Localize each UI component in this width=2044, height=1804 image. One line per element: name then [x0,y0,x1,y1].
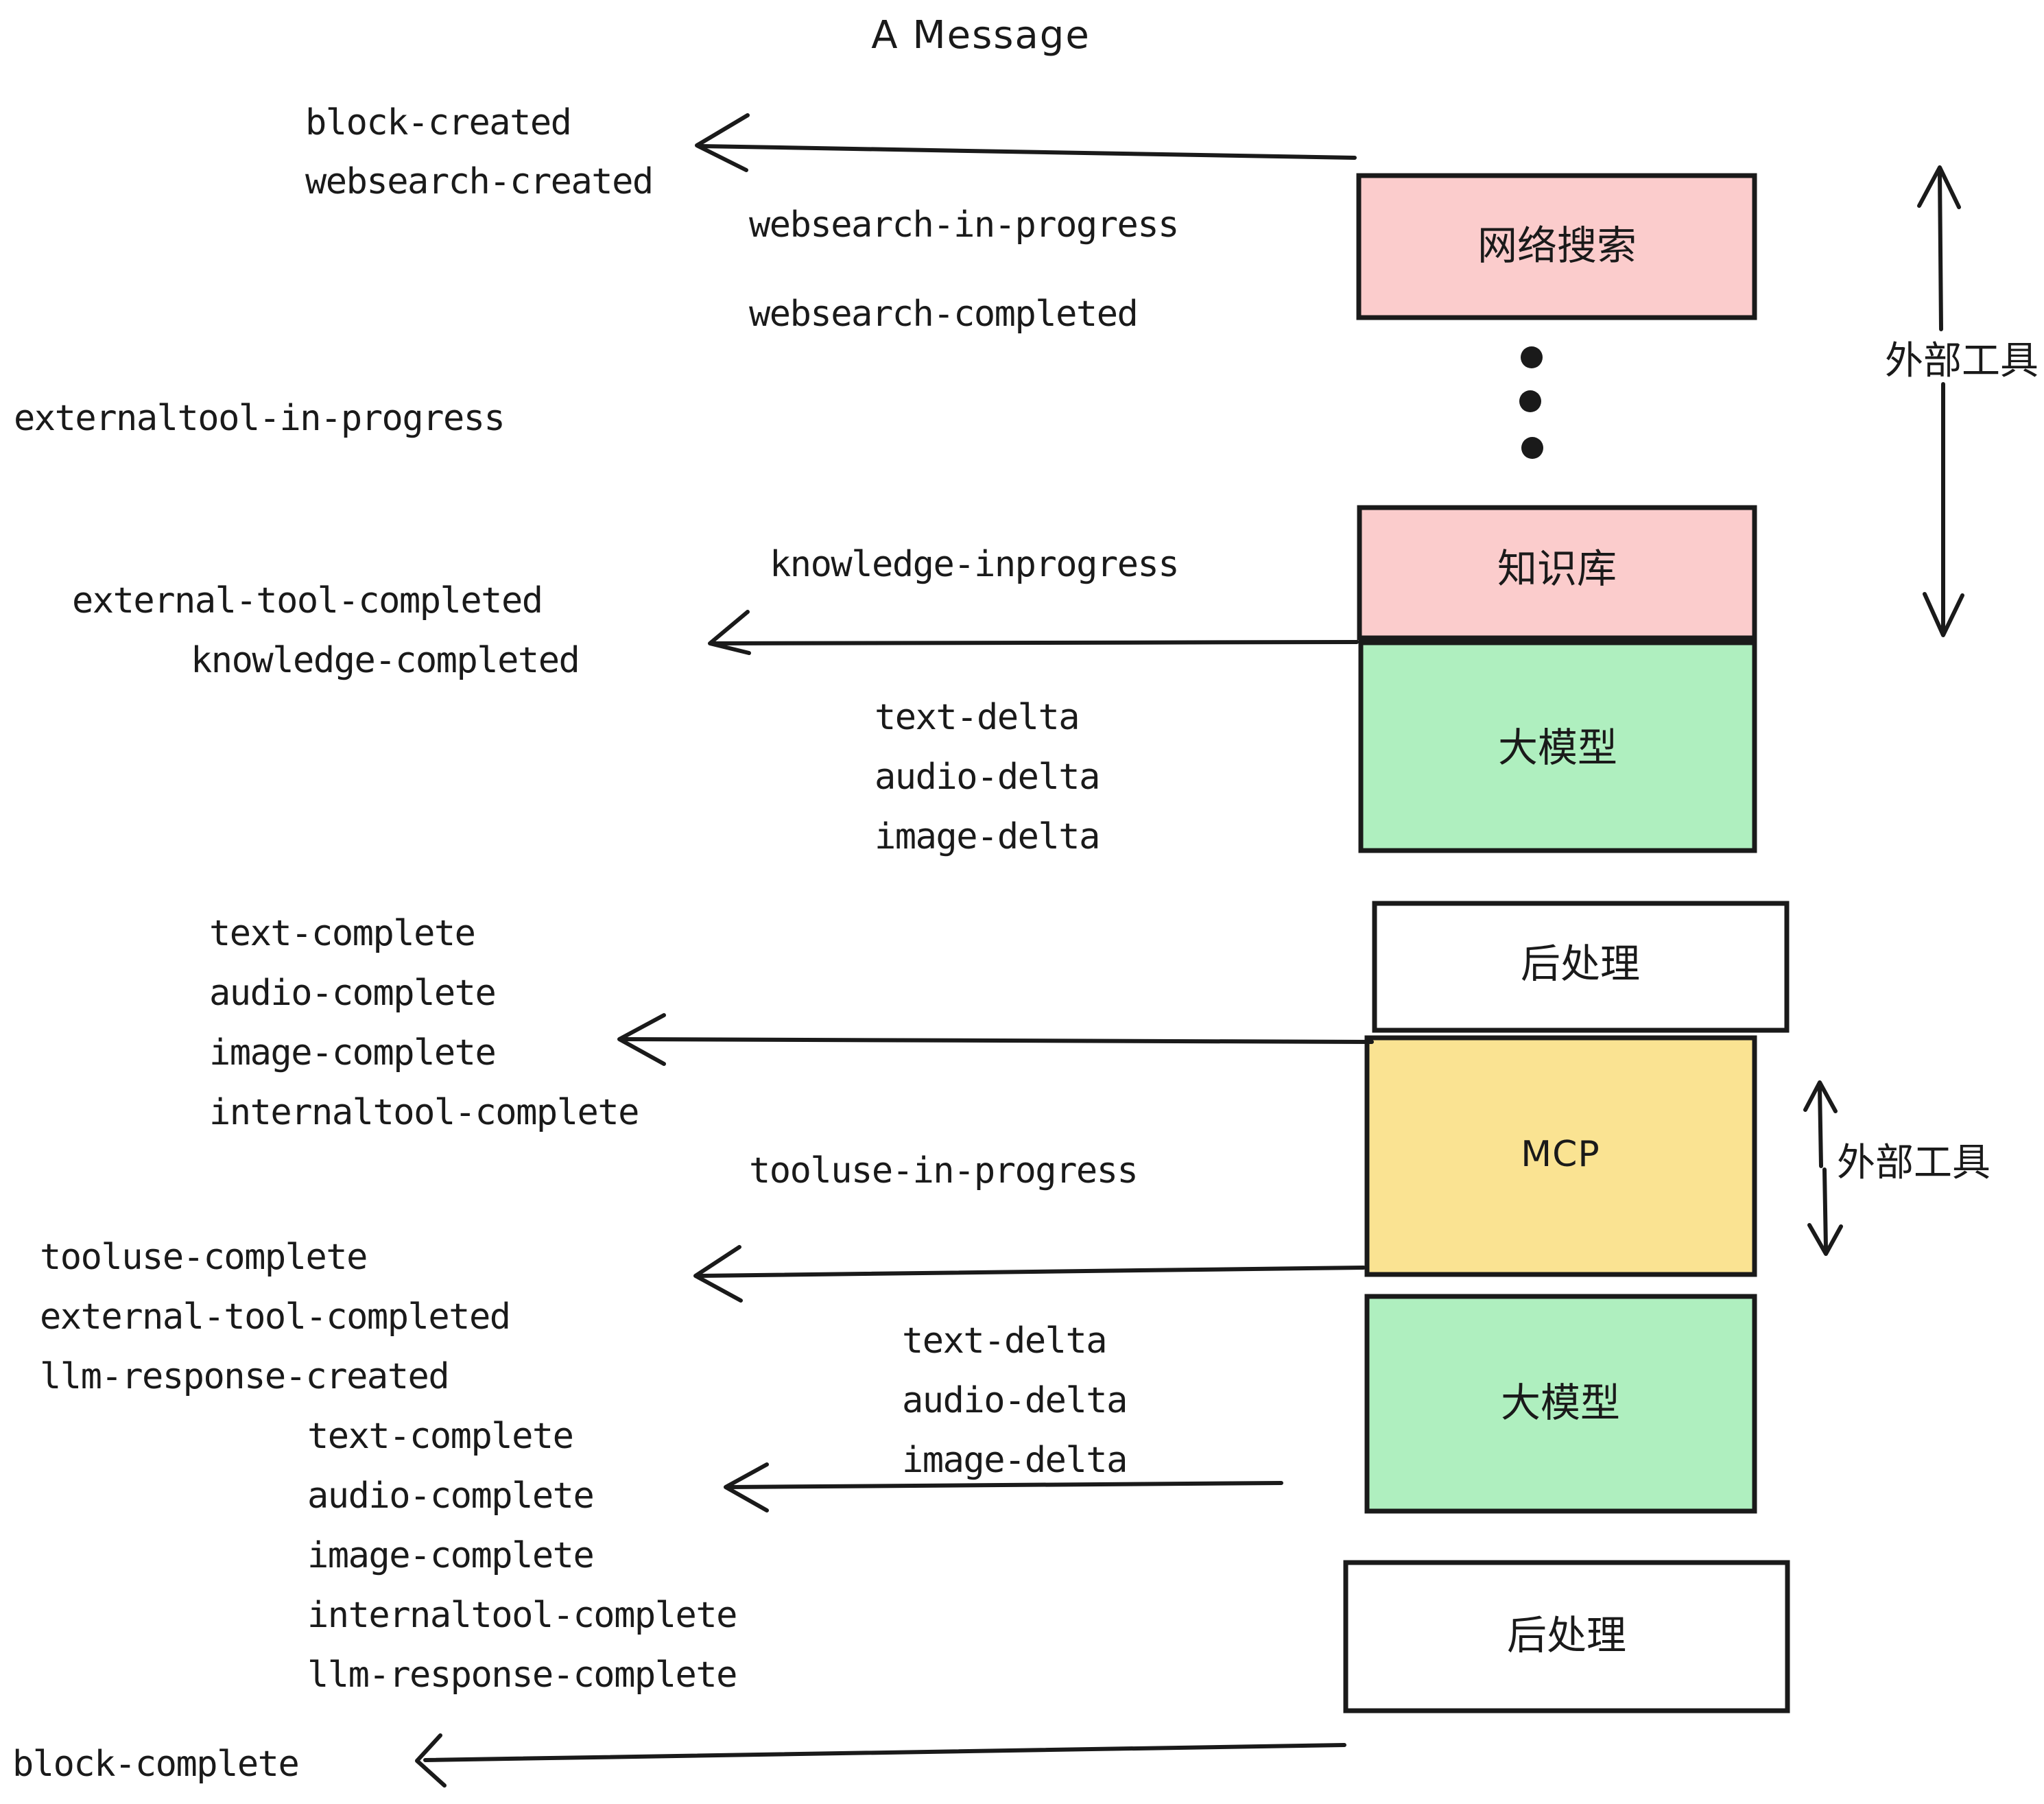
ellipsis-dot-1 [1521,346,1543,368]
box-postproc-top [1372,901,1790,1033]
event-internaltool-complete-1: internaltool-complete [209,1092,639,1133]
external-tools-bottom-label: 外部工具 [1837,1141,1990,1185]
event-block-created: block-created [305,102,571,143]
box-llm-bottom [1364,1294,1757,1514]
event-audio-delta-1: audio-delta [875,757,1100,798]
external-tools-bottom-arrow [1803,1080,1843,1256]
external-tools-top-label: 外部工具 [1885,339,2039,383]
box-mcp-label: MCP [1521,1134,1600,1175]
ellipsis-dot-3 [1521,437,1543,459]
event-image-complete-2: image-complete [307,1535,593,1576]
box-llm-top [1358,640,1757,853]
box-llm-bottom-label: 大模型 [1501,1379,1620,1426]
arrow-llm-to-audio-complete [724,1462,1283,1512]
diagram-title: A Message [871,13,1091,58]
event-websearch-in-progress: websearch-in-progress [749,204,1178,246]
event-knowledge-inprogress: knowledge-inprogress [770,544,1178,585]
event-audio-complete-2: audio-complete [307,1475,593,1517]
event-text-complete-1: text-complete [209,913,475,954]
box-websearch-label: 网络搜索 [1477,222,1637,269]
event-tooluse-complete: tooluse-complete [40,1237,367,1278]
box-websearch [1356,173,1757,320]
external-tools-top-arrow [1917,165,1964,637]
event-llm-response-complete: llm-response-complete [307,1654,737,1696]
event-websearch-created: websearch-created [305,161,653,202]
box-mcp [1364,1035,1757,1277]
event-audio-complete-1: audio-complete [209,973,495,1014]
ellipsis-dot-2 [1519,390,1541,412]
event-text-complete-2: text-complete [307,1416,573,1457]
arrow-postproc-to-block-complete [415,1733,1346,1788]
event-externaltool-in-progress: externaltool-in-progress [14,398,504,439]
box-llm-top-label: 大模型 [1498,724,1617,771]
arrow-postproc-to-image-complete [617,1013,1374,1066]
event-knowledge-completed: knowledge-completed [191,640,579,681]
event-text-delta-1: text-delta [875,697,1079,738]
event-image-complete-1: image-complete [209,1032,495,1073]
event-external-tool-completed-1: external-tool-completed [72,580,543,621]
event-internaltool-complete-2: internaltool-complete [307,1595,737,1636]
box-postproc-bottom-label: 后处理 [1507,1612,1626,1659]
event-audio-delta-2: audio-delta [902,1380,1127,1421]
arrow-websearch-to-created [695,113,1357,172]
box-knowledge-label: 知识库 [1497,545,1617,592]
event-llm-response-created: llm-response-created [40,1356,449,1397]
event-block-complete: block-complete [12,1744,298,1785]
event-image-delta-2: image-delta [902,1440,1127,1481]
event-external-tool-completed-2: external-tool-completed [40,1296,510,1338]
event-tooluse-in-progress: tooluse-in-progress [749,1150,1137,1191]
arrow-mcp-to-tooluse-complete [693,1245,1366,1303]
event-text-delta-2: text-delta [902,1320,1106,1362]
event-image-delta-1: image-delta [875,816,1100,857]
arrow-knowledge-to-completed [708,610,1359,655]
box-postproc-top-label: 后处理 [1521,940,1640,987]
box-knowledge [1357,505,1757,641]
event-websearch-completed: websearch-completed [749,294,1137,335]
box-postproc-bottom [1343,1560,1790,1713]
